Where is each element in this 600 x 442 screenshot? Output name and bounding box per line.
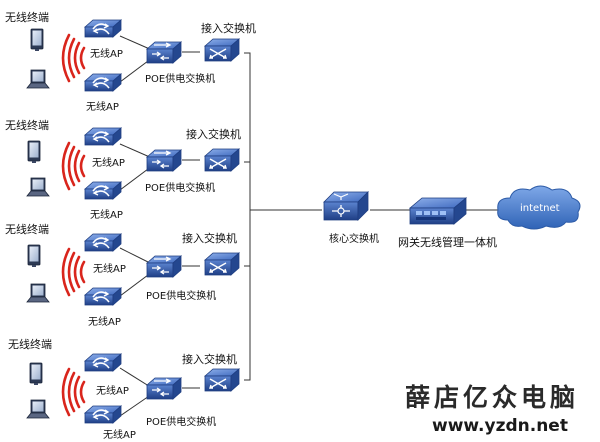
ap-top-label: 无线AP xyxy=(93,262,126,275)
ap-top-label: 无线AP xyxy=(96,384,129,397)
ap-bottom-label: 无线AP xyxy=(86,100,119,113)
ap-bottom-label: 无线AP xyxy=(88,315,121,328)
core-switch-icon xyxy=(323,191,369,221)
watermark-url: www.yzdn.net xyxy=(432,416,568,436)
access-switch-icon xyxy=(204,148,240,172)
wireless-signal-icon xyxy=(61,247,86,297)
wireless-terminal-label: 无线终端 xyxy=(5,10,49,24)
desktop-monitor-icon xyxy=(27,140,41,164)
laptop-icon xyxy=(26,399,50,419)
poe-switch-label: POE供电交换机 xyxy=(146,289,216,302)
desktop-monitor-icon xyxy=(29,362,43,386)
watermark-brand: 薛店亿众电脑 xyxy=(405,383,579,412)
backbone-links xyxy=(244,52,502,381)
gateway-icon xyxy=(409,197,467,225)
wireless-ap-icon xyxy=(84,233,122,252)
desktop-monitor-icon xyxy=(30,28,44,52)
poe-switch-icon xyxy=(146,255,182,278)
wireless-terminal-label: 无线终端 xyxy=(5,222,49,236)
access-switch-label: 接入交换机 xyxy=(186,127,241,141)
access-switch-icon xyxy=(204,368,240,392)
core-switch-label: 核心交换机 xyxy=(329,232,379,245)
ap-top-label: 无线AP xyxy=(92,156,125,169)
wireless-terminal-label: 无线终端 xyxy=(5,118,49,132)
wireless-ap-icon xyxy=(84,405,122,424)
poe-switch-label: POE供电交换机 xyxy=(145,181,215,194)
poe-switch-icon xyxy=(146,377,182,400)
gateway-label: 网关无线管理一体机 xyxy=(398,235,497,249)
ap-bottom-label: 无线AP xyxy=(103,428,136,441)
ap-bottom-label: 无线AP xyxy=(90,208,123,221)
poe-switch-icon xyxy=(146,149,182,172)
internet-label: intetnet xyxy=(520,203,560,214)
poe-switch-label: POE供电交换机 xyxy=(145,72,215,85)
access-switch-label: 接入交换机 xyxy=(182,352,237,366)
laptop-icon xyxy=(26,177,50,197)
access-switch-icon xyxy=(204,252,240,276)
cloud-icon xyxy=(497,185,581,230)
laptop-icon xyxy=(26,283,50,303)
access-group-3: 无线终端 无线AP 无线AP POE供电交换机 接入交换机 xyxy=(5,222,240,328)
wireless-ap-icon xyxy=(84,181,122,200)
access-group-2: 无线终端 无线AP 无线AP POE供电交换机 接入交换机 xyxy=(5,118,241,221)
wireless-terminal-label: 无线终端 xyxy=(8,337,52,351)
wireless-ap-icon xyxy=(84,73,122,92)
wireless-ap-icon xyxy=(84,353,122,372)
wireless-ap-icon xyxy=(84,19,122,38)
access-switch-label: 接入交换机 xyxy=(182,231,237,245)
access-switch-label: 接入交换机 xyxy=(201,21,256,35)
access-group-1: 无线终端 无线AP 无线AP POE供电交换机 接入交换机 xyxy=(5,10,256,113)
laptop-icon xyxy=(26,69,50,89)
desktop-monitor-icon xyxy=(27,244,41,268)
access-switch-icon xyxy=(204,38,240,62)
poe-switch-label: POE供电交换机 xyxy=(146,415,216,428)
wireless-signal-icon xyxy=(61,141,86,191)
wireless-ap-icon xyxy=(84,287,122,306)
aggregation-bus-line xyxy=(244,52,251,381)
wireless-ap-icon xyxy=(84,127,122,146)
access-group-4: 无线终端 无线AP 无线AP POE供电交换机 接入交换机 xyxy=(8,337,240,441)
wireless-signal-icon xyxy=(61,33,86,83)
poe-switch-icon xyxy=(146,41,182,64)
wireless-signal-icon xyxy=(61,367,86,417)
ap-top-label: 无线AP xyxy=(90,47,123,60)
